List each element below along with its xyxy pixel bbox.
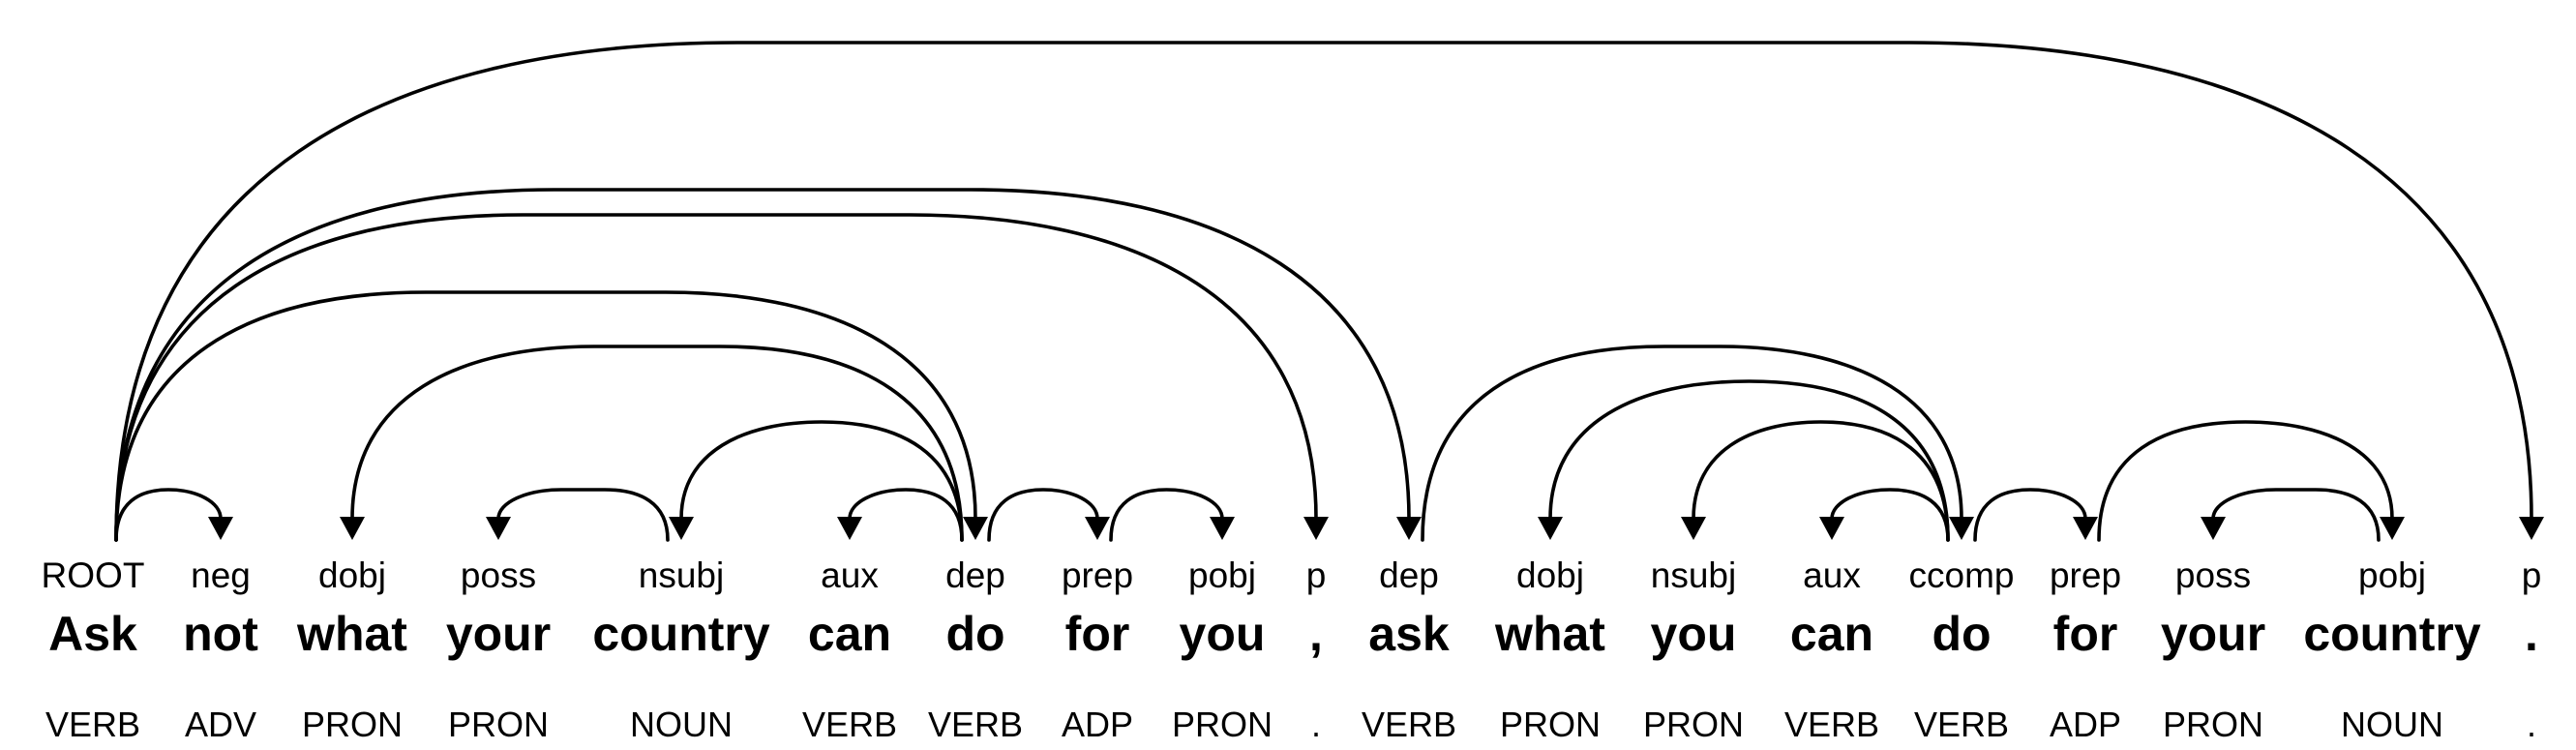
- token-3-deprel-label: poss: [461, 555, 536, 595]
- arc-pobj-head7-dep8: [1109, 488, 1224, 542]
- arrowhead-dobj-dep2: [340, 517, 365, 540]
- token-10-pos-tag: VERB: [1362, 705, 1456, 744]
- token-7-pos-tag: ADP: [1062, 705, 1133, 744]
- arc-neg-head0-dep1: [114, 488, 223, 542]
- token-16-pos-tag: PRON: [2163, 705, 2263, 744]
- token-3-pos-tag: PRON: [448, 705, 549, 744]
- arrowhead-pobj-dep8: [1210, 517, 1235, 540]
- token-4-deprel-label: nsubj: [639, 555, 724, 595]
- arc-aux-head6-dep5: [848, 488, 964, 542]
- token-18-pos-tag: .: [2527, 705, 2536, 744]
- arrowhead-dep-dep6: [963, 517, 988, 540]
- token-16-word: your: [2161, 607, 2265, 661]
- arc-prep-head6-dep7: [987, 488, 1099, 542]
- token-4-word: country: [592, 607, 770, 661]
- arrowhead-aux-dep13: [1819, 517, 1844, 540]
- token-13-deprel-label: aux: [1803, 555, 1861, 595]
- token-18-word: .: [2525, 607, 2538, 661]
- arc-ccomp-head10-dep14: [1421, 345, 1963, 542]
- token-6-pos-tag: VERB: [928, 705, 1023, 744]
- token-14-deprel-label: ccomp: [1909, 555, 2015, 595]
- token-10-deprel-label: dep: [1379, 555, 1439, 595]
- token-11-word: what: [1494, 607, 1605, 661]
- token-0-word: Ask: [48, 607, 137, 661]
- arrowhead-poss-dep3: [486, 517, 511, 540]
- token-1-pos-tag: ADV: [185, 705, 256, 744]
- token-9-word: ,: [1309, 607, 1323, 661]
- arc-prep-head14-dep15: [1973, 488, 2087, 542]
- token-15-word: for: [2053, 607, 2118, 661]
- arrowhead-ccomp-dep14: [1949, 517, 1974, 540]
- token-7-word: for: [1065, 607, 1130, 661]
- arrowhead-pobj-dep17: [2380, 517, 2405, 540]
- token-4-pos-tag: NOUN: [630, 705, 733, 744]
- token-2-pos-tag: PRON: [302, 705, 403, 744]
- arc-aux-head14-dep13: [1830, 488, 1950, 542]
- token-13-pos-tag: VERB: [1784, 705, 1879, 744]
- arc-dobj-head14-dep11: [1548, 379, 1950, 542]
- arrowhead-neg-dep1: [208, 517, 233, 540]
- token-11-pos-tag: PRON: [1500, 705, 1601, 744]
- token-5-word: can: [808, 607, 891, 661]
- token-5-deprel-label: aux: [821, 555, 879, 595]
- arrowhead-nsubj-dep4: [669, 517, 694, 540]
- arc-dobj-head6-dep2: [350, 345, 964, 542]
- token-12-word: you: [1651, 607, 1737, 661]
- token-16-deprel-label: poss: [2175, 555, 2251, 595]
- token-12-deprel-label: nsubj: [1651, 555, 1736, 595]
- token-9-pos-tag: .: [1311, 705, 1321, 744]
- token-0-deprel-label: ROOT: [42, 555, 145, 595]
- token-6-deprel-label: dep: [945, 555, 1005, 595]
- arrowhead-prep-dep7: [1085, 517, 1110, 540]
- token-8-deprel-label: pobj: [1188, 555, 1256, 595]
- token-11-deprel-label: dobj: [1516, 555, 1584, 595]
- arrowhead-aux-dep5: [837, 517, 862, 540]
- token-1-deprel-label: neg: [191, 555, 251, 595]
- token-17-word: country: [2303, 607, 2481, 661]
- token-12-pos-tag: PRON: [1643, 705, 1744, 744]
- token-13-word: can: [1790, 607, 1873, 661]
- arrowhead-nsubj-dep12: [1681, 517, 1706, 540]
- token-7-deprel-label: prep: [1062, 555, 1133, 595]
- token-10-word: ask: [1368, 607, 1450, 661]
- token-2-deprel-label: dobj: [318, 555, 386, 595]
- token-17-deprel-label: pobj: [2358, 555, 2426, 595]
- arc-poss-head17-dep16: [2211, 488, 2381, 542]
- token-0-pos-tag: VERB: [45, 705, 140, 744]
- arc-dep-head0-dep10: [114, 188, 1411, 542]
- arc-nsubj-head14-dep12: [1692, 420, 1950, 542]
- arrowhead-dobj-dep11: [1538, 517, 1563, 540]
- token-1-word: not: [183, 607, 258, 661]
- arrowhead-p-dep9: [1303, 517, 1329, 540]
- arrowhead-p-dep18: [2519, 517, 2544, 540]
- token-9-deprel-label: p: [1306, 555, 1327, 595]
- arc-nsubj-head6-dep4: [679, 420, 964, 542]
- token-6-word: do: [945, 607, 1004, 661]
- arrowhead-prep-dep15: [2073, 517, 2098, 540]
- token-5-pos-tag: VERB: [802, 705, 897, 744]
- arrowhead-dep-dep10: [1396, 517, 1422, 540]
- arc-pobj-head15-dep17: [2097, 420, 2394, 542]
- token-8-word: you: [1180, 607, 1266, 661]
- token-2-word: what: [296, 607, 407, 661]
- arc-poss-head4-dep3: [496, 488, 670, 542]
- arc-p-head0-dep9: [114, 213, 1318, 542]
- token-17-pos-tag: NOUN: [2341, 705, 2443, 744]
- token-15-deprel-label: prep: [2050, 555, 2121, 595]
- token-14-pos-tag: VERB: [1914, 705, 2009, 744]
- token-15-pos-tag: ADP: [2050, 705, 2121, 744]
- arrowhead-poss-dep16: [2201, 517, 2226, 540]
- arc-dep-head0-dep6: [114, 290, 977, 542]
- arc-p-head0-dep18: [114, 41, 2533, 542]
- token-18-deprel-label: p: [2522, 555, 2542, 595]
- token-8-pos-tag: PRON: [1172, 705, 1273, 744]
- token-14-word: do: [1932, 607, 1991, 661]
- token-3-word: your: [446, 607, 551, 661]
- arcs-layer: [114, 41, 2544, 542]
